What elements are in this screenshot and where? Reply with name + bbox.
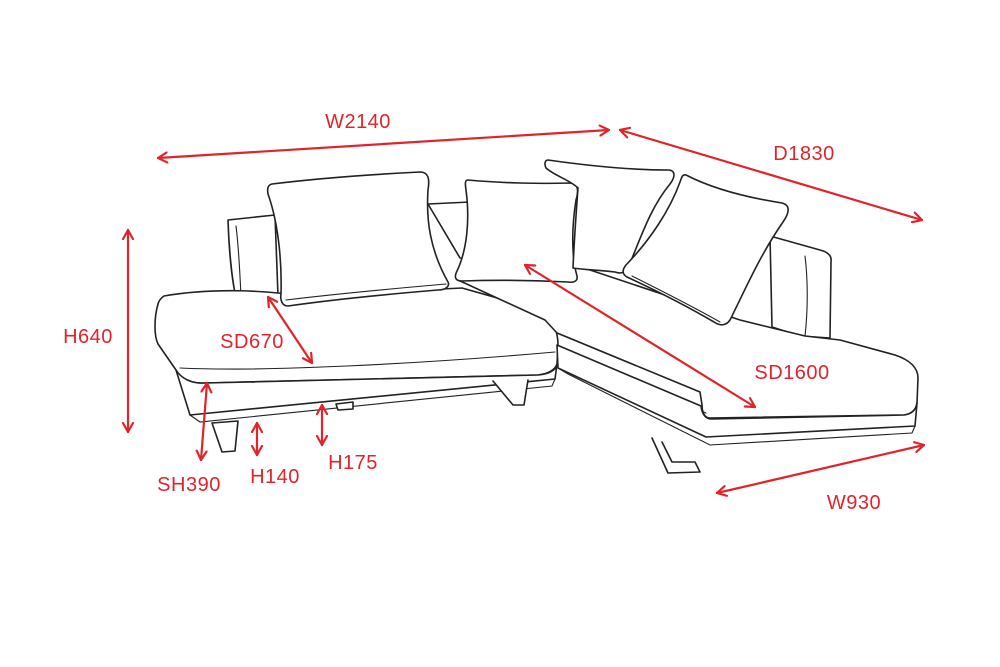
chaise-width-arrow	[715, 445, 926, 493]
seat-depth-chaise-arrow	[523, 263, 757, 409]
leg-height-label: H140	[250, 466, 300, 488]
chaise-width-label: W930	[827, 492, 881, 514]
height-label: H640	[63, 326, 113, 348]
seat-height-label: SH390	[157, 474, 221, 496]
left-backrest	[227, 214, 279, 299]
chaise-leg-frame	[651, 437, 701, 474]
overall-width-label: W2140	[325, 111, 391, 133]
back-pillow-2	[454, 179, 579, 284]
seat-height-arrow	[201, 381, 207, 462]
underside-height-label: H175	[328, 452, 378, 474]
seat-depth-chaise-label: SD1600	[754, 362, 829, 384]
sofa-drawing	[154, 159, 919, 474]
right-backrest	[769, 235, 832, 339]
seat-depth-left-label: SD670	[220, 331, 284, 353]
dimension-labels: W2140 D1830 H640 SD670 SD1600 SH390 H140…	[63, 111, 881, 514]
left-center-foot	[335, 401, 354, 411]
depth-arrow	[618, 130, 924, 220]
left-front-leg	[211, 420, 239, 453]
back-pillow-1	[266, 171, 450, 307]
left-rear-leg-frame	[492, 379, 529, 406]
seat-depth-left-arrow	[266, 295, 314, 365]
width-arrow	[156, 130, 611, 158]
dimension-arrows	[128, 130, 926, 493]
overall-depth-label: D1830	[773, 143, 834, 165]
